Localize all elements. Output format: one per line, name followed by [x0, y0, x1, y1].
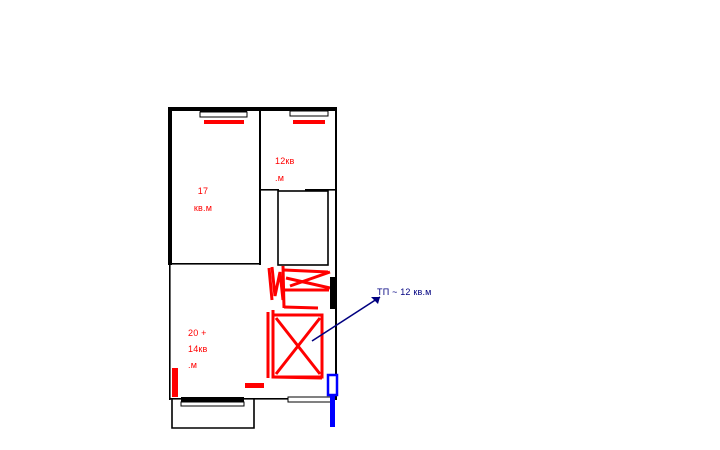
- annotation-arrow: [311, 296, 381, 342]
- door-black-bottom: [181, 397, 244, 402]
- window-group-left: [199, 108, 248, 124]
- door-leaf-black-right: [330, 277, 335, 309]
- crossed-box-diagonal-2: [274, 317, 322, 375]
- hatch-stroke-3: [283, 268, 329, 274]
- hatch-stroke-5: [289, 270, 331, 288]
- interior-walls: [169, 110, 337, 429]
- window-glass-left: [199, 111, 248, 118]
- radiator-bottom-red: [245, 383, 264, 388]
- outer-walls: [168, 107, 337, 400]
- blue-rect-outline: [326, 373, 339, 397]
- window-glass-bottom-left: [180, 401, 245, 407]
- room-label-upper-right-line-2: .м: [275, 173, 284, 183]
- annotation-tp-label: ТП ~ 12 кв.м: [377, 287, 432, 297]
- annotation-arrow-line: [311, 296, 381, 342]
- wall-left-upper: [168, 107, 172, 265]
- hatch-stroke-7: [267, 267, 274, 301]
- wall-interior-vertical-main: [259, 110, 261, 265]
- crossed-box-bottom-tail: [271, 375, 323, 380]
- window-glass-right: [289, 110, 329, 117]
- room-label-upper-left-line-2: кв.м: [194, 203, 212, 213]
- window-bar-left-red: [204, 120, 244, 124]
- room-label-upper-left-line-1: 17: [198, 186, 208, 196]
- room-label-upper-right-line-1: 12кв: [275, 156, 295, 166]
- hatch-stroke-4: [285, 276, 331, 290]
- fixture-blue-bottom-right: [326, 373, 339, 427]
- wall-interior-horizontal-mid: [169, 263, 261, 265]
- hatch-stroke-2: [281, 265, 286, 309]
- red-crosshatch-upper: [267, 265, 331, 310]
- room-label-upper-right: 12кв .м: [275, 156, 295, 183]
- hatch-stroke-8: [283, 305, 319, 310]
- window-glass-bottom-right: [287, 396, 334, 403]
- wall-interior-horizontal-right: [305, 189, 337, 191]
- room-label-lower-left: 20 + 14кв .м: [188, 328, 208, 370]
- window-frame-left-black: [200, 108, 247, 112]
- room-label-lower-left-line-2: 14кв: [188, 344, 208, 354]
- room-label-lower-left-line-1: 20 +: [188, 328, 207, 338]
- blue-post: [330, 395, 335, 427]
- wall-lower-left-extension: [171, 399, 255, 429]
- annotation-arrow-head: [371, 297, 380, 304]
- radiator-left-wall-red: [172, 368, 178, 397]
- wall-bottom: [169, 398, 337, 400]
- window-bar-right-red: [293, 120, 325, 124]
- hatch-stroke-1: [270, 266, 285, 301]
- red-markup-bars: [172, 368, 264, 397]
- wall-top: [168, 107, 337, 111]
- red-box-with-x: [266, 310, 324, 380]
- room-label-lower-left-line-3: .м: [188, 360, 197, 370]
- wall-interior-horizontal-left: [259, 189, 279, 191]
- wall-right: [335, 107, 337, 400]
- window-group-right: [289, 110, 329, 124]
- wall-left-lower: [169, 263, 171, 400]
- niche-rectangle: [277, 190, 329, 266]
- room-label-upper-left: 17 кв.м: [194, 186, 212, 213]
